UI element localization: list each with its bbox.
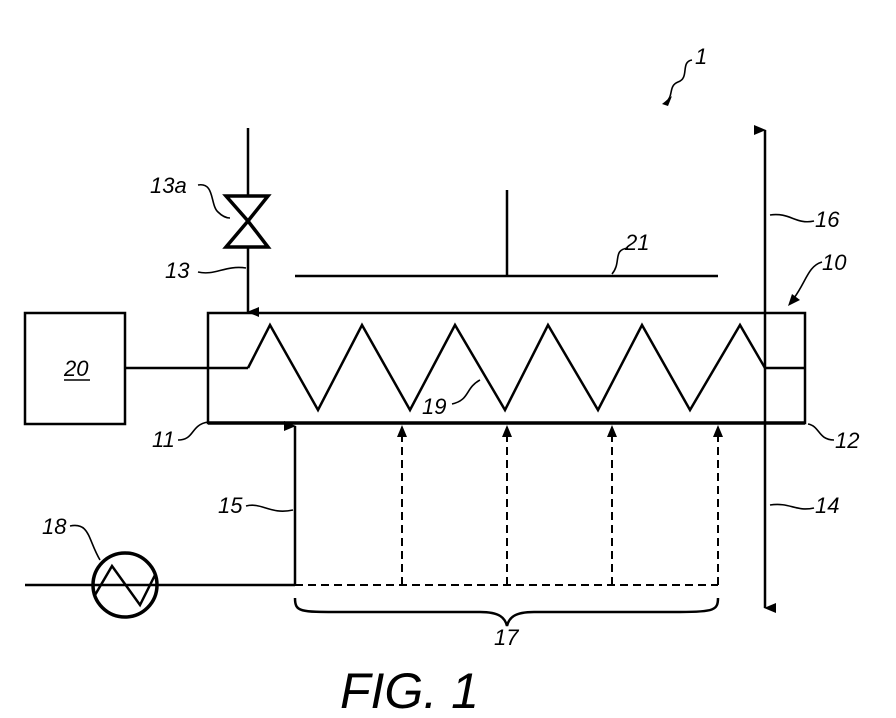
svg-text:13: 13 bbox=[165, 258, 190, 283]
baffle: 21 bbox=[295, 190, 718, 276]
system-label: 1 bbox=[662, 44, 707, 106]
feed-line: 13a 13 bbox=[150, 128, 268, 312]
svg-text:12: 12 bbox=[835, 428, 859, 453]
svg-text:19: 19 bbox=[422, 394, 446, 419]
controller-box: 20 bbox=[25, 313, 248, 424]
valve-icon bbox=[226, 196, 268, 221]
svg-text:18: 18 bbox=[42, 514, 67, 539]
heater: 18 bbox=[42, 514, 157, 617]
svg-text:11: 11 bbox=[152, 427, 175, 452]
svg-text:16: 16 bbox=[815, 207, 840, 232]
svg-text:1: 1 bbox=[695, 44, 707, 69]
svg-text:13a: 13a bbox=[150, 173, 187, 198]
svg-text:17: 17 bbox=[494, 625, 519, 650]
svg-text:15: 15 bbox=[218, 493, 243, 518]
brace bbox=[295, 598, 718, 626]
svg-text:14: 14 bbox=[815, 493, 839, 518]
reactor: 19 11 12 10 bbox=[152, 250, 859, 453]
figure-caption: FIG. 1 bbox=[340, 663, 479, 718]
svg-text:20: 20 bbox=[63, 356, 89, 381]
svg-text:21: 21 bbox=[624, 230, 649, 255]
heating-element-zigzag bbox=[248, 325, 805, 410]
svg-text:10: 10 bbox=[822, 250, 847, 275]
